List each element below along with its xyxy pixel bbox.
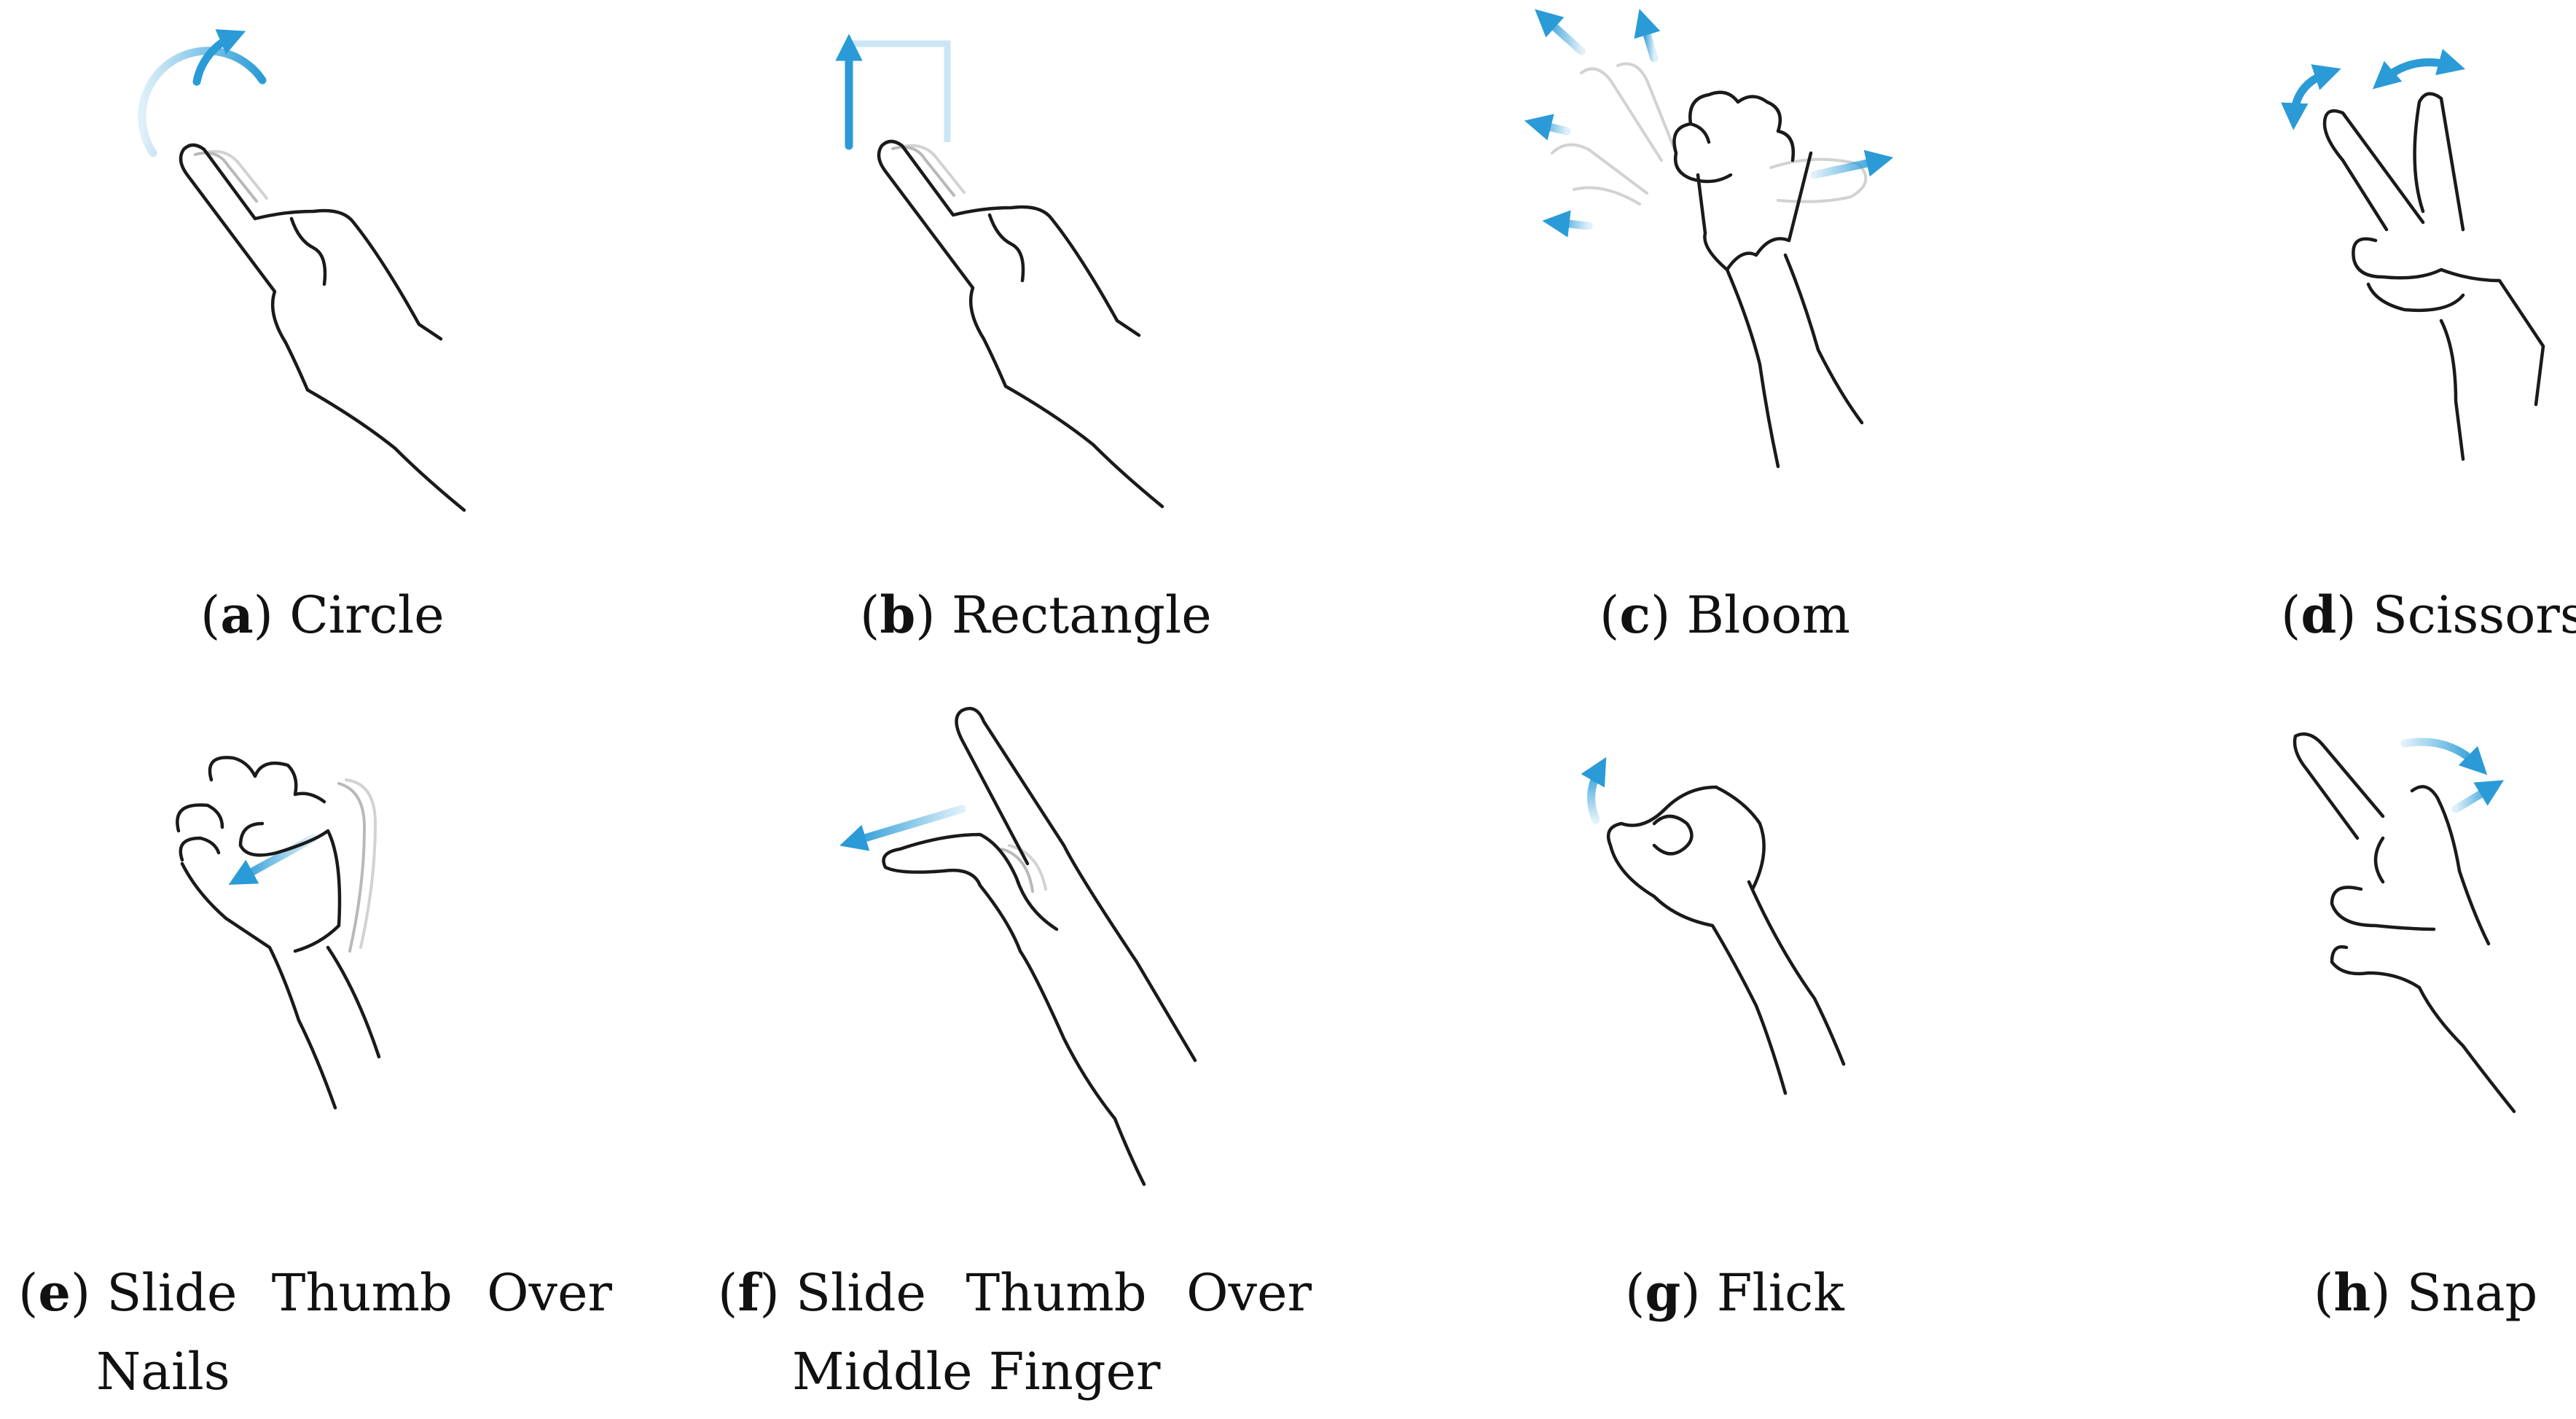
- panel-letter: b: [880, 585, 916, 645]
- snap-hand-icon: [2293, 732, 2516, 1114]
- panel-label: Snap: [2406, 1263, 2538, 1323]
- slide-thumb-nails-illustration: [176, 756, 381, 1110]
- bloom-arrow-icon: [1535, 9, 1586, 55]
- caption-snap: (h) Snap: [2314, 1262, 2538, 1323]
- panel-letter: g: [1645, 1262, 1681, 1323]
- caption-slide-thumb-nails: (e) Slide Thumb Over Nails: [18, 1254, 612, 1411]
- scissors-arrow-icon: [2281, 64, 2341, 130]
- scissors-gesture-illustration: [2281, 49, 2545, 461]
- rectangle-gesture-illustration: [835, 34, 1164, 509]
- caption-word: Slide: [796, 1263, 926, 1323]
- caption-rectangle: (b) Rectangle: [860, 585, 1212, 645]
- panel-letter: a: [220, 585, 254, 645]
- caption-bloom: (c) Bloom: [1600, 585, 1851, 645]
- flick-hand-icon: [1606, 785, 1846, 1095]
- panel-label: Circle: [289, 585, 445, 645]
- panel-letter: f: [737, 1262, 760, 1323]
- caption-word: Thumb: [966, 1263, 1147, 1323]
- pointing-hand-icon: [877, 139, 1164, 509]
- caption-word: Slide: [106, 1263, 238, 1323]
- snap-gesture-illustration: [2293, 732, 2516, 1114]
- fist-icon: [176, 756, 381, 1110]
- panel-letter: c: [1619, 585, 1651, 645]
- flick-arrow-icon: [1581, 757, 1607, 824]
- panel-letter: h: [2333, 1262, 2371, 1323]
- panel-label: Scissors: [2372, 585, 2576, 645]
- fist-icon: [1672, 90, 1864, 469]
- caption-scissors: (d) Scissors: [2281, 576, 2576, 654]
- slide-thumb-middle-finger-illustration: [839, 706, 1197, 1187]
- circle-gesture-illustration: [138, 29, 466, 512]
- snap-arrow-icon: [2400, 738, 2488, 775]
- circle-arrow-icon: [138, 47, 267, 157]
- caption-circle: (a) Circle: [200, 585, 445, 645]
- pointing-hand-icon: [179, 143, 466, 512]
- caption-flick: (g) Flick: [1625, 1262, 1844, 1323]
- bloom-gesture-illustration: [1524, 9, 1894, 469]
- flick-gesture-illustration: [1581, 757, 1846, 1095]
- panel-label: Flick: [1716, 1263, 1844, 1323]
- v-sign-hand-icon: [2322, 92, 2545, 461]
- caption-word: Thumb: [271, 1263, 453, 1323]
- caption-line2: Nails: [96, 1342, 230, 1402]
- caption-slide-thumb-middle-finger: (f) Slide Thumb Over Middle Finger: [718, 1254, 1312, 1411]
- slide-arrow-icon: [839, 805, 966, 851]
- caption-word: Over: [1186, 1263, 1312, 1323]
- panel-label: Bloom: [1686, 585, 1851, 645]
- panel-letter: d: [2301, 585, 2337, 645]
- caption-word: Over: [487, 1263, 612, 1323]
- panel-label: Rectangle: [951, 585, 1212, 645]
- panel-letter: e: [38, 1262, 71, 1323]
- pointing-hand-icon: [882, 706, 1197, 1187]
- caption-line2: Middle Finger: [792, 1342, 1161, 1402]
